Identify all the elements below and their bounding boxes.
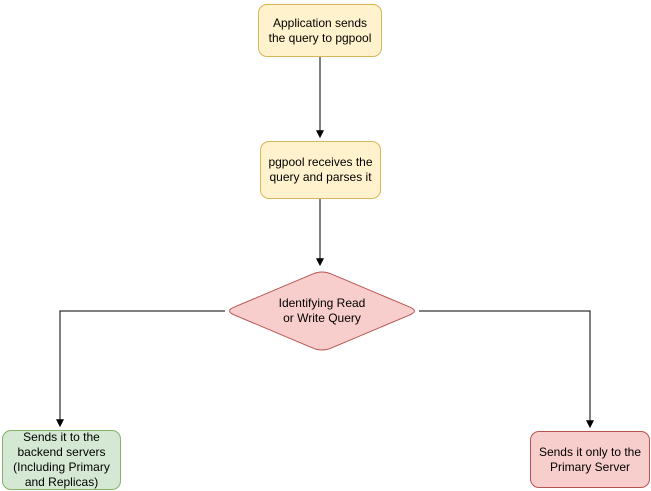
- connector-decision-to-primary-server: [419, 310, 594, 429]
- connector-decision-to-backend-servers: [56, 310, 225, 428]
- node-application-sends-query: Application sends the query to pgpool: [258, 4, 382, 57]
- diamond-shape: [229, 271, 415, 351]
- node-send-to-primary-only: Sends it only to the Primary Server: [530, 431, 650, 488]
- node-label: Sends it to the backend servers (Includi…: [13, 430, 110, 489]
- node-label: Identifying Read or Write Query: [278, 296, 366, 325]
- node-label: pgpool receives the query and parses it: [268, 155, 373, 184]
- node-send-to-backend-servers: Sends it to the backend servers (Includi…: [2, 430, 121, 490]
- diamond-outline: [229, 271, 415, 351]
- node-pgpool-receives-query: pgpool receives the query and parses it: [260, 141, 381, 199]
- node-label: Sends it only to the Primary Server: [538, 444, 642, 474]
- node-identify-query-type: Identifying Read or Write Query: [224, 269, 420, 353]
- node-label: Application sends the query to pgpool: [268, 15, 372, 45]
